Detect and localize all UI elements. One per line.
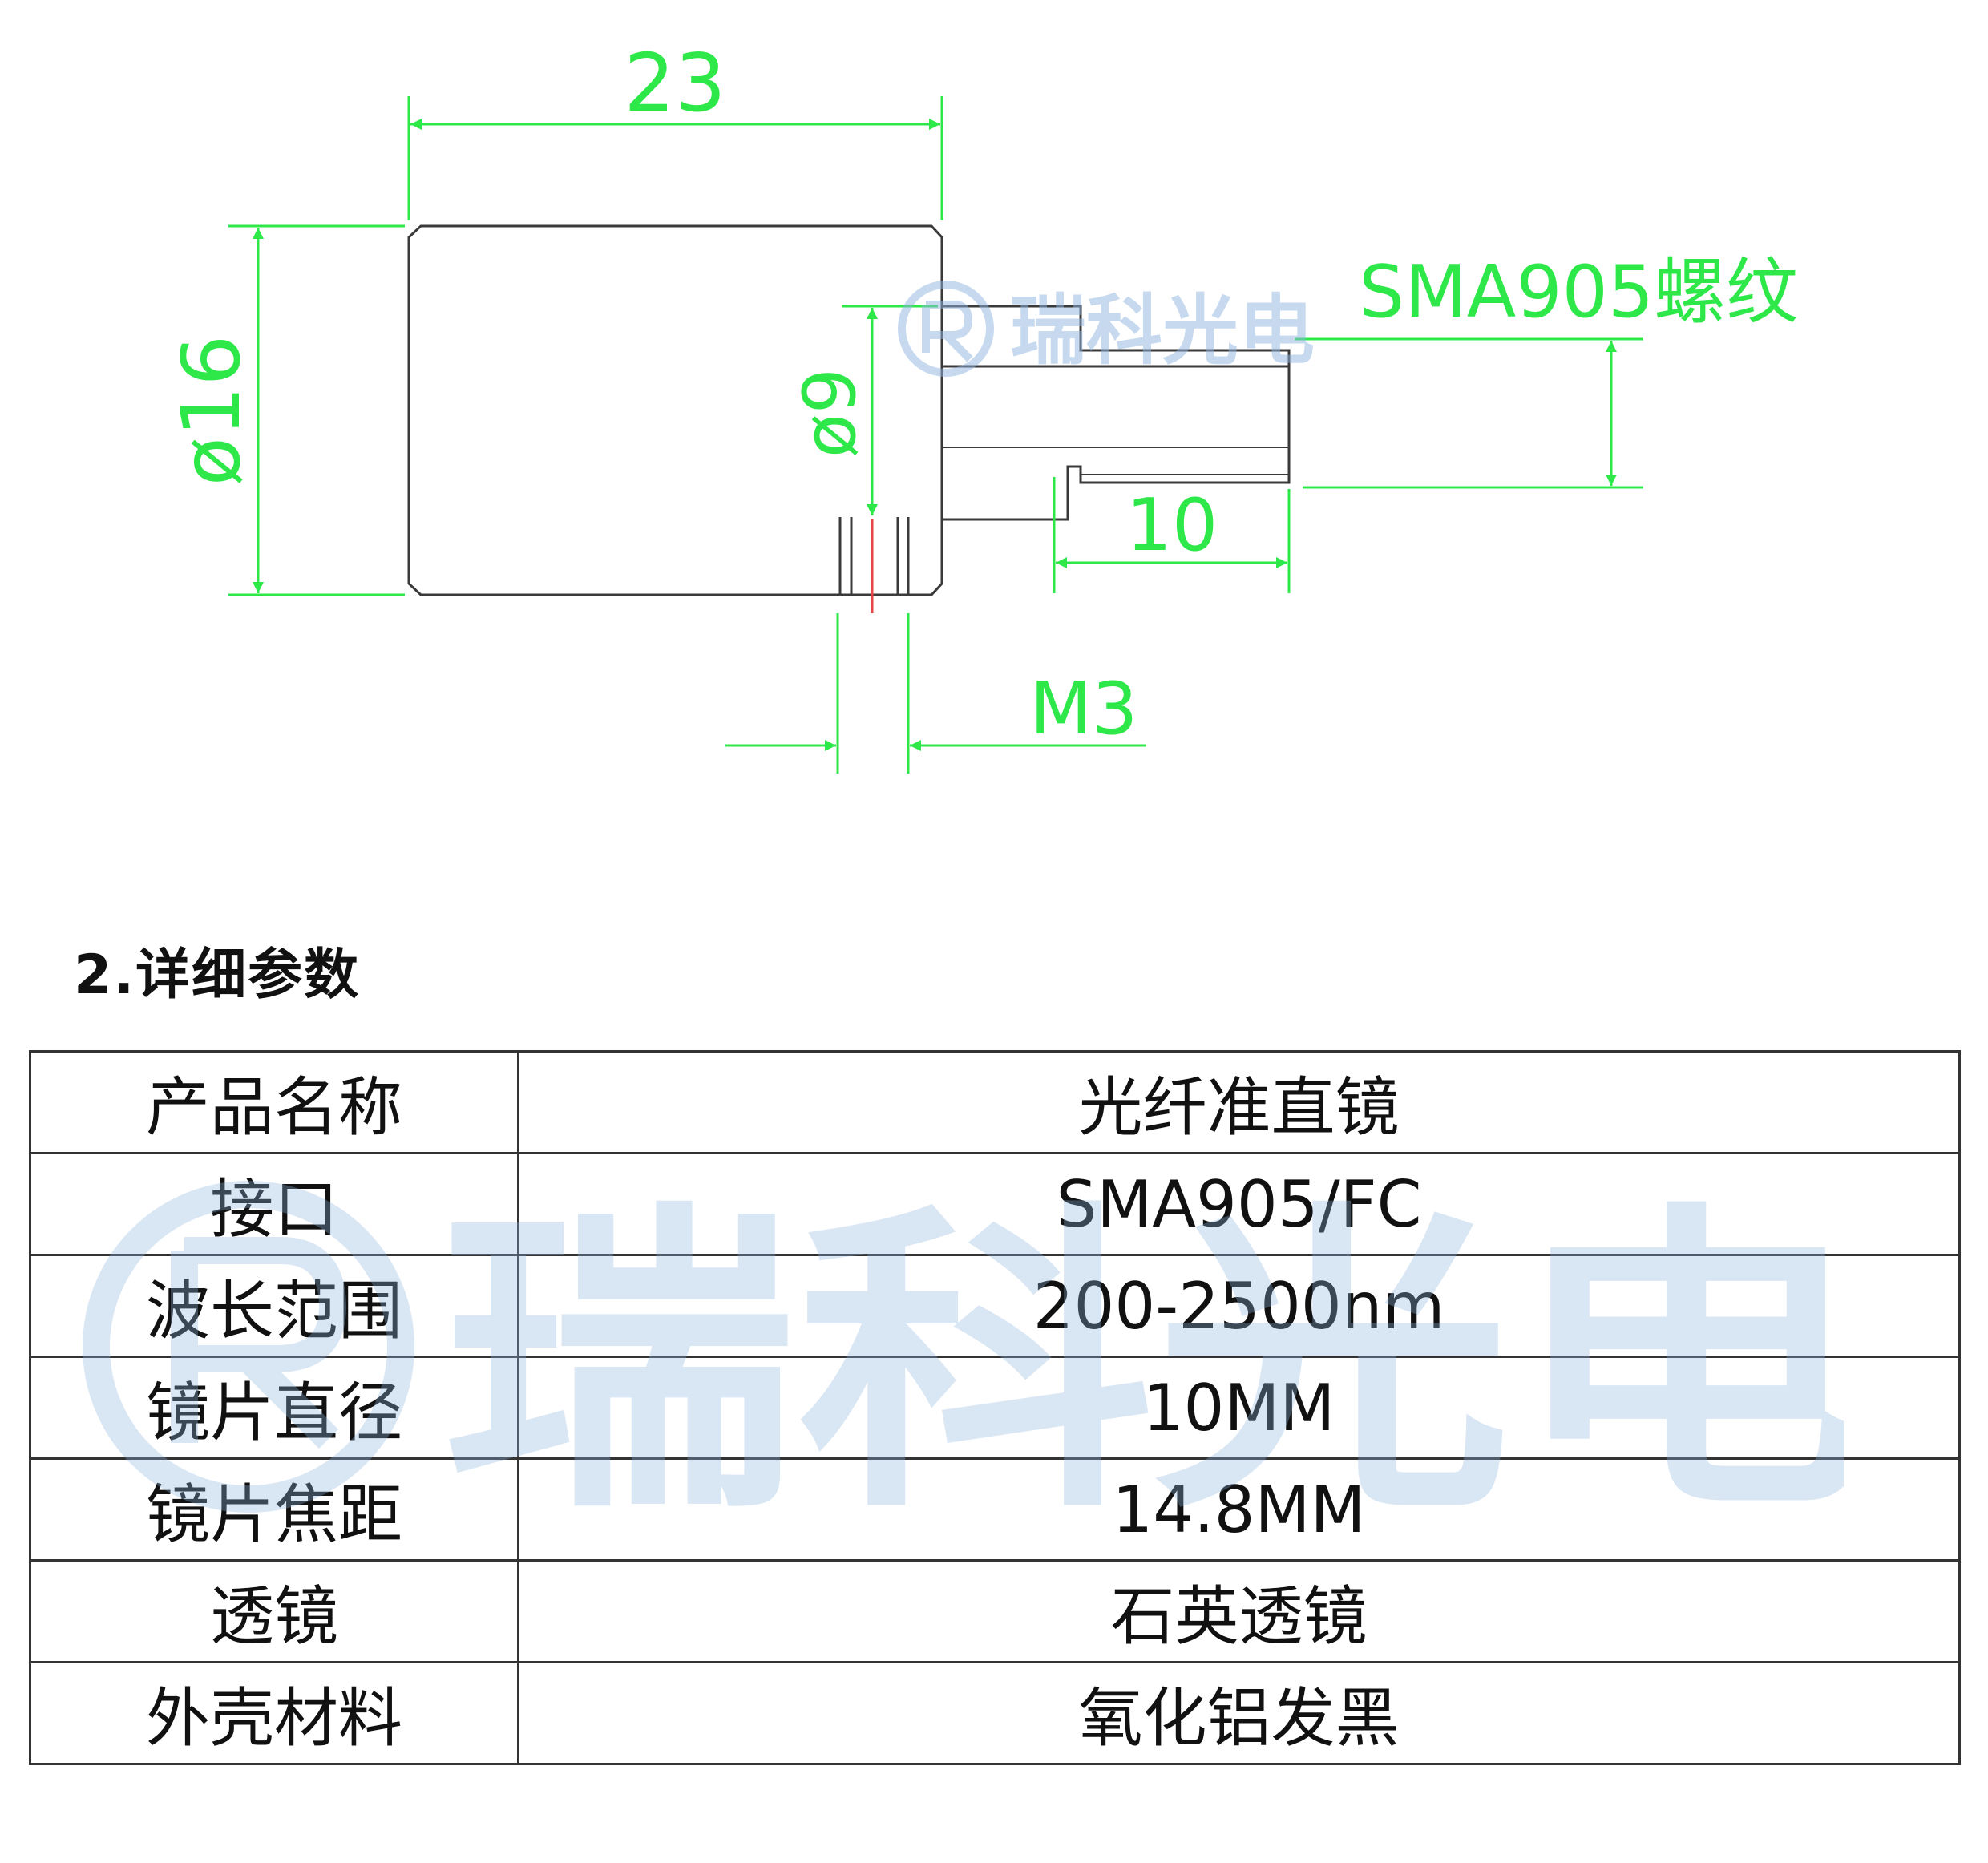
dim-screw-m3: M3 xyxy=(725,613,1146,774)
watermark-small-text: 瑞科光电 xyxy=(1010,287,1315,375)
spec-value: 10MM xyxy=(517,1356,1961,1460)
dim-length-23: 23 xyxy=(407,36,943,220)
technical-drawing: 23 ø16 ø9 SMA905螺纹 10 M3 xyxy=(164,36,1798,774)
dim-screw-label: M3 xyxy=(1030,667,1138,751)
table-row: 外壳材料 氧化铝发黑 xyxy=(29,1661,1961,1765)
dim-thread-length-10: 10 xyxy=(1053,477,1291,593)
spec-label: 产品名称 xyxy=(29,1050,519,1154)
dim-diameter-label: ø16 xyxy=(164,335,258,486)
dim-length-label: 23 xyxy=(624,36,725,130)
spec-label: 外壳材料 xyxy=(29,1661,519,1765)
main-body-outline xyxy=(407,224,943,596)
dim-thread-diameter-label: ø9 xyxy=(788,368,872,458)
screw-hole xyxy=(838,517,910,613)
spec-value: 石英透镜 xyxy=(517,1559,1961,1663)
spec-value: SMA905/FC xyxy=(517,1152,1961,1256)
spec-label: 波长范围 xyxy=(29,1254,519,1358)
spec-label: 镜片直径 xyxy=(29,1356,519,1460)
table-row: 产品名称 光纤准直镜 xyxy=(29,1050,1961,1154)
dim-thread-length-label: 10 xyxy=(1126,483,1218,568)
spec-label: 透镜 xyxy=(29,1559,519,1663)
thread-callout-label: SMA905螺纹 xyxy=(1359,250,1798,334)
dim-thread-diameter-9: ø9 xyxy=(788,305,938,515)
table-row: 镜片焦距 14.8MM xyxy=(29,1457,1961,1562)
watermark-logo-small: 瑞科光电 xyxy=(898,281,1315,377)
table-row: 镜片直径 10MM xyxy=(29,1356,1961,1460)
spec-label: 镜片焦距 xyxy=(29,1457,519,1562)
sma-connector-outline xyxy=(940,306,1291,521)
spec-value: 光纤准直镜 xyxy=(517,1050,1961,1154)
spec-table: 产品名称 光纤准直镜 接口 SMA905/FC 波长范围 200-2500nm … xyxy=(29,1050,1961,1765)
section-title: 2.详细参数 xyxy=(74,944,361,1007)
spec-value: 14.8MM xyxy=(517,1457,1961,1562)
spec-value: 氧化铝发黑 xyxy=(517,1661,1961,1765)
spec-value: 200-2500nm xyxy=(517,1254,1961,1358)
table-row: 接口 SMA905/FC xyxy=(29,1152,1961,1256)
spec-label: 接口 xyxy=(29,1152,519,1256)
connector-thread-line xyxy=(942,305,1291,366)
table-row: 透镜 石英透镜 xyxy=(29,1559,1961,1663)
table-row: 波长范围 200-2500nm xyxy=(29,1254,1961,1358)
dim-thread-callout: SMA905螺纹 xyxy=(1295,250,1798,489)
dim-diameter-16: ø16 xyxy=(164,224,405,596)
